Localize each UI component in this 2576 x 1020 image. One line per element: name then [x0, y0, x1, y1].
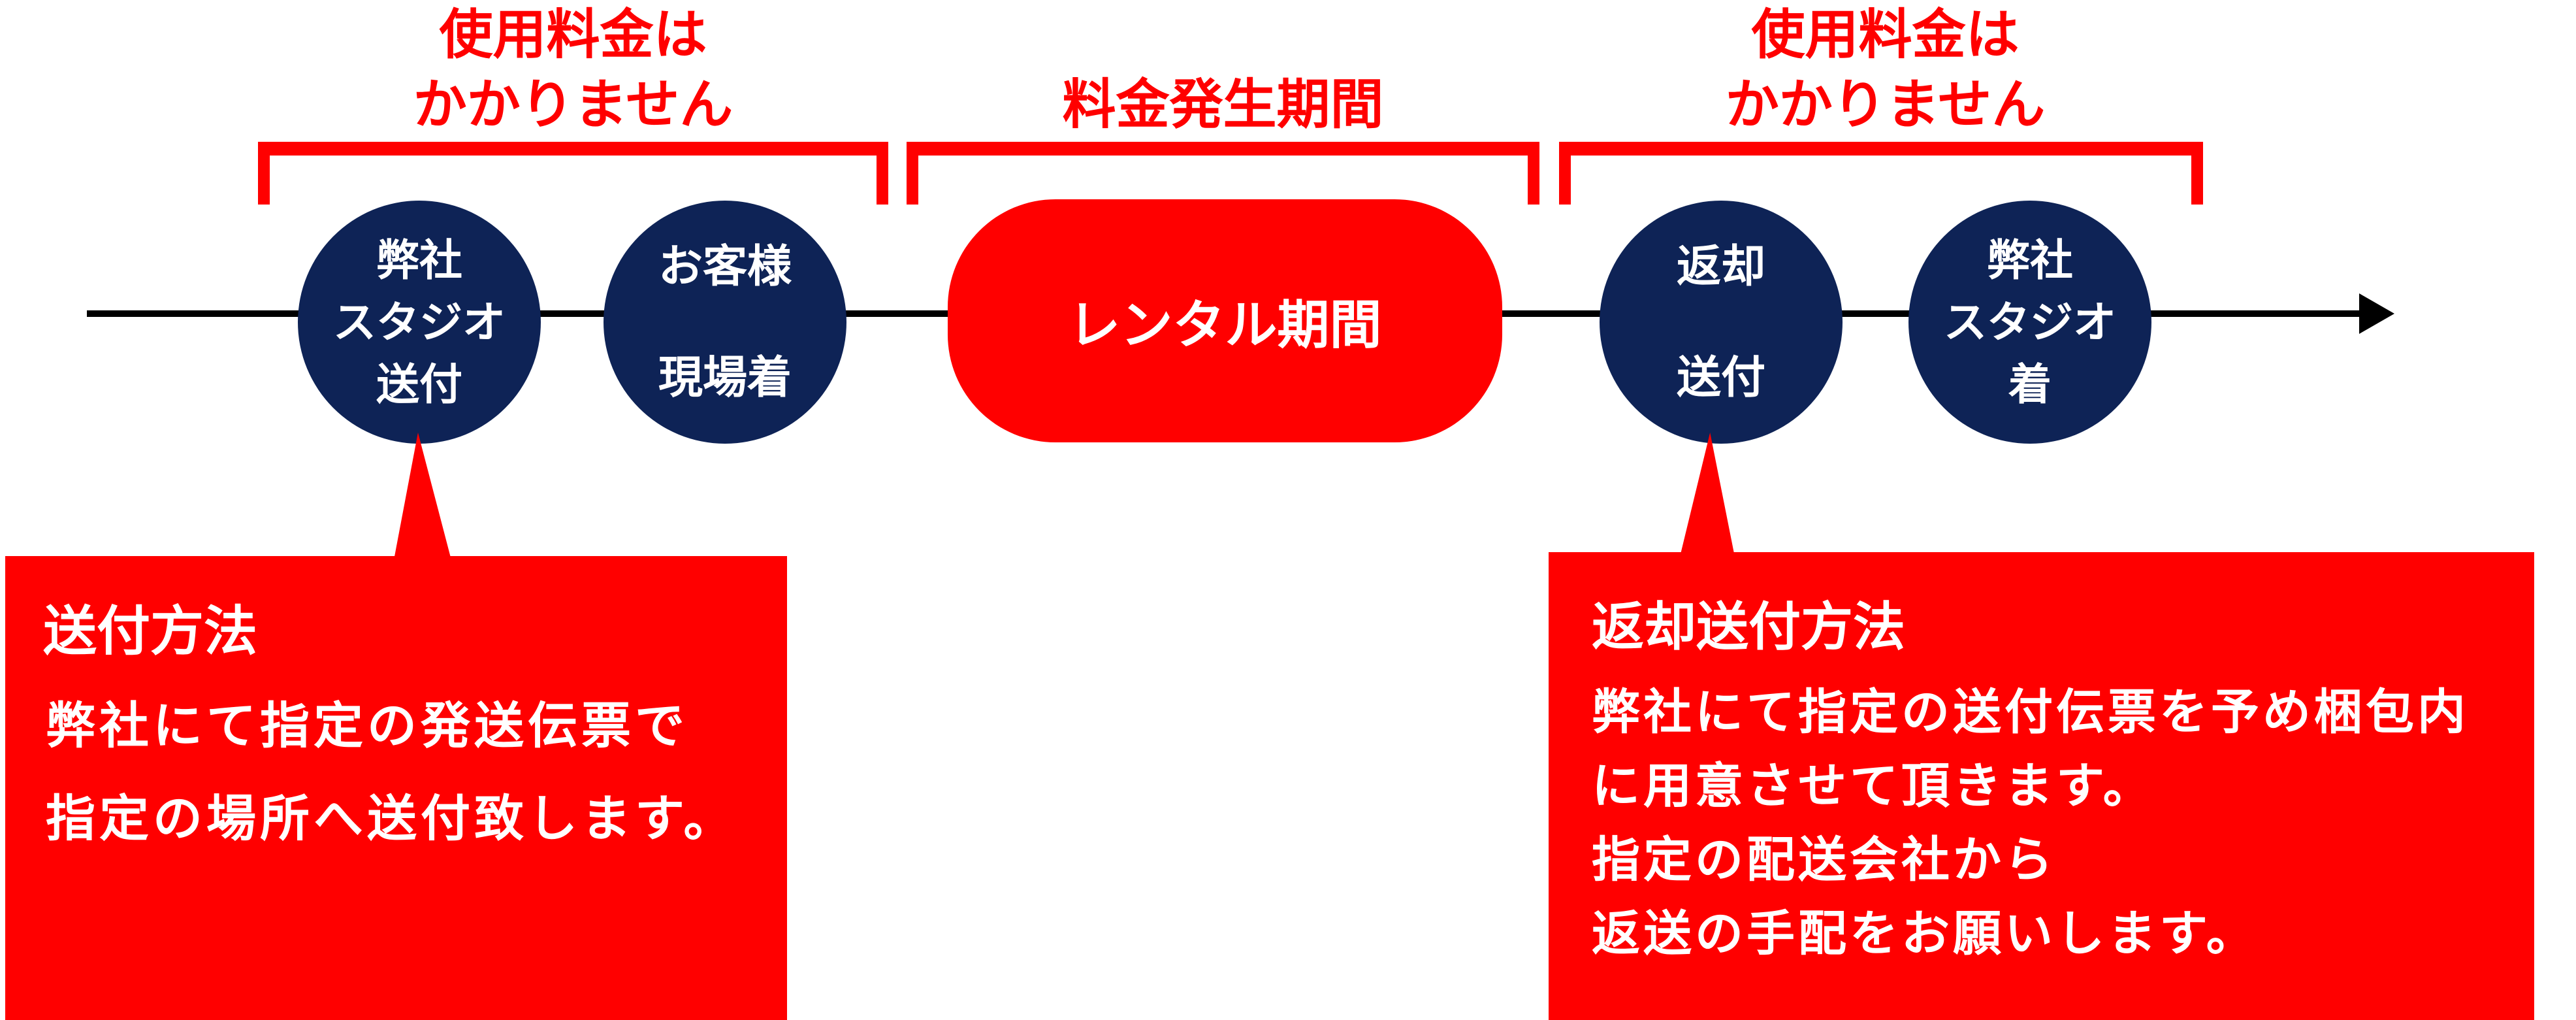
label-no-charge-left-line1: 使用料金は [439, 5, 707, 65]
label-no-charge-right: 使用料金は かかりません [1568, 0, 2203, 140]
bracket-no-charge-left [258, 142, 888, 205]
node-studio-arrive-line3: 着 [2008, 359, 2052, 408]
callout-shipping-method-body-line1: 弊社にて指定の発送伝票で [46, 699, 688, 754]
node-studio-arrive-line1: 弊社 [1987, 235, 2073, 284]
node-studio-ship: 弊社 スタジオ 送付 [298, 201, 541, 444]
label-no-charge-right-line1: 使用料金は [1751, 5, 2020, 65]
node-rental-period-line1: レンタル期間 [1068, 296, 1382, 354]
label-no-charge-right-line2: かかりません [1725, 75, 2046, 135]
callout-shipping-method-body-line2: 指定の場所へ送付致します。 [46, 791, 737, 847]
callout-return-method-title: 返却送付方法 [1592, 598, 1905, 656]
timeline-arrowhead-icon [2359, 293, 2394, 334]
node-studio-ship-line3: 送付 [376, 359, 462, 408]
bracket-charge-period [907, 142, 1539, 205]
node-customer-site-line1: お客様 [658, 242, 792, 291]
callout-shipping-method: 送付方法 弊社にて指定の発送伝票で 指定の場所へ送付致します。 [5, 556, 787, 1020]
label-charge-period-line1: 料金発生期間 [1062, 75, 1384, 135]
bracket-no-charge-right [1559, 142, 2203, 205]
node-return-ship: 返却 送付 [1600, 201, 1843, 444]
callout-tail-left-icon [394, 433, 451, 560]
node-rental-period: レンタル期間 [948, 199, 1502, 442]
label-charge-period: 料金発生期間 [907, 70, 1539, 140]
callout-tail-right-icon [1680, 433, 1735, 557]
callout-return-method-body-line1: 弊社にて指定の送付伝票を予め梱包内 [1592, 685, 2469, 739]
callout-return-method: 返却送付方法 弊社にて指定の送付伝票を予め梱包内 に用意させて頂きます。 指定の… [1549, 552, 2534, 1020]
callout-return-method-body-line3: 指定の配送会社から [1592, 832, 2056, 887]
node-studio-arrive: 弊社 スタジオ 着 [1908, 201, 2151, 444]
node-studio-arrive-line2: スタジオ [1944, 297, 2116, 346]
callout-return-method-body-line2: に用意させて頂きます。 [1592, 759, 2155, 813]
callout-return-method-body-line4: 返送の手配をお願いします。 [1592, 906, 2258, 961]
node-studio-ship-line1: 弊社 [376, 235, 462, 284]
label-no-charge-left: 使用料金は かかりません [258, 0, 888, 140]
node-customer-site-line2: 現場着 [658, 353, 792, 403]
callout-shipping-method-title: 送付方法 [43, 602, 258, 661]
node-return-ship-line2: 送付 [1676, 353, 1765, 403]
node-studio-ship-line2: スタジオ [333, 297, 506, 346]
node-return-ship-line1: 返却 [1676, 242, 1765, 291]
label-no-charge-left-line2: かかりません [413, 75, 733, 135]
node-customer-site: お客様 現場着 [604, 201, 846, 444]
